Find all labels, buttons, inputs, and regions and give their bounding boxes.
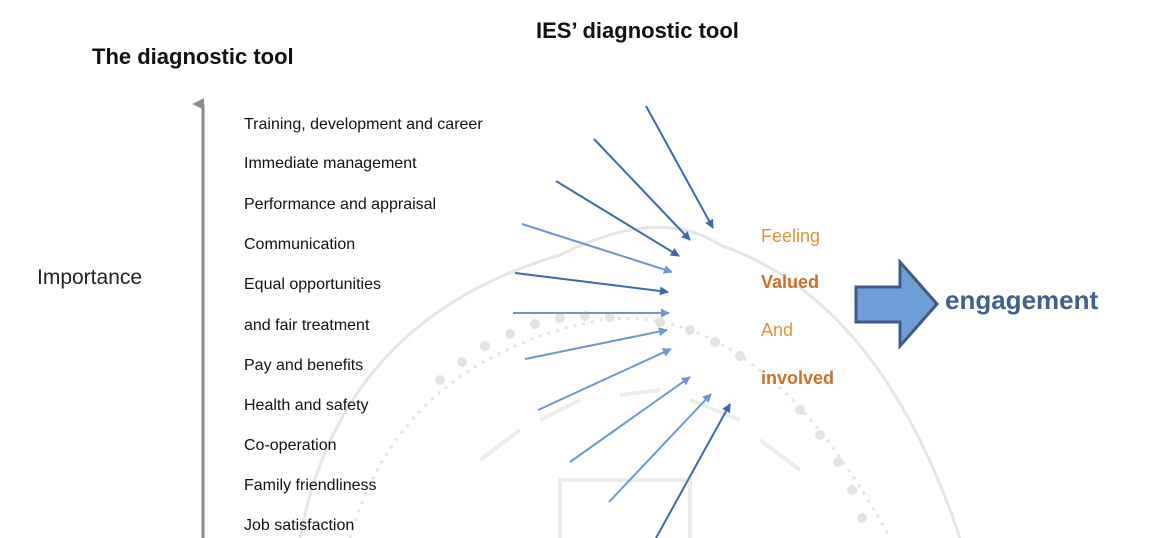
factor-co-operation: Co-operation — [244, 437, 337, 454]
factor-pay-benefits: Pay and benefits — [244, 357, 364, 374]
block-arrow — [854, 258, 939, 350]
factor-job-satisfaction: Job satisfaction — [244, 517, 355, 534]
factor-training: Training, development and career — [244, 116, 483, 133]
arrow-7 — [524, 327, 668, 360]
factor-communication: Communication — [244, 236, 356, 253]
factor-immediate-management: Immediate management — [244, 155, 417, 172]
engagement-label: engagement — [945, 285, 1099, 315]
converging-arrows — [513, 105, 731, 538]
factor-equal-opportunities: Equal opportunities — [244, 276, 381, 293]
outcome-involved: involved — [761, 368, 835, 388]
factor-family-friendliness: Family friendliness — [244, 477, 377, 494]
outcome-feeling: Feeling — [761, 226, 821, 246]
arrow-3 — [555, 180, 680, 257]
ies-diagnostic-tool-title: IES’ diagnostic tool — [536, 18, 739, 43]
arrow-1 — [645, 105, 714, 229]
arrow-10 — [608, 393, 712, 503]
factor-fair-treatment: and fair treatment — [244, 317, 370, 334]
arrow-2 — [593, 138, 691, 241]
importance-axis-label: Importance — [37, 266, 143, 289]
factor-health-safety: Health and safety — [244, 397, 369, 414]
factor-performance-appraisal: Performance and appraisal — [244, 196, 437, 213]
diagnostic-tool-title: The diagnostic tool — [92, 44, 294, 69]
arrow-9 — [569, 376, 691, 463]
outcome-valued: Valued — [761, 272, 820, 292]
arrow-4 — [521, 223, 673, 274]
arrow-5 — [514, 272, 669, 296]
outcome-and: And — [761, 320, 794, 340]
arrow-11 — [655, 403, 731, 538]
arrow-8 — [537, 348, 672, 411]
